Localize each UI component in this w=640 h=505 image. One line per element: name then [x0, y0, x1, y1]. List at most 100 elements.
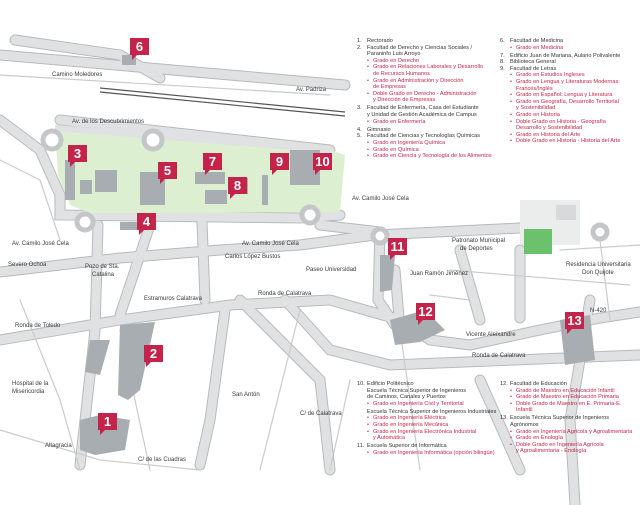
degree-item: Grado en Ingeniería Eléctrica: [367, 415, 497, 422]
degree-list: Grado en Ingeniería Civil y Territorial: [357, 401, 497, 409]
legend-entry-number: [357, 51, 367, 58]
legend-entry-title: 12.Facultad de Educación: [500, 381, 638, 388]
street-carlos-lopez-bustos: Carlos López Bustos: [225, 254, 280, 260]
building-marker-number: 12: [418, 304, 432, 319]
legend-column-2: 6.Facultad de MedicinaGrado en Medicina7…: [500, 38, 638, 147]
building-marker-number: 4: [143, 214, 151, 229]
campus-area: [55, 128, 345, 213]
legend-entry-title: 6.Facultad de Medicina: [500, 38, 638, 45]
street-c-cuadras: C/ de las Cuadras: [138, 457, 186, 463]
degree-list: Grado en Ingeniería QuímicaGrado en Quím…: [357, 140, 497, 161]
degree-item: Grado en Ciencia y Tecnología de los Ali…: [367, 153, 497, 160]
building-marker-8[interactable]: 8: [228, 177, 247, 199]
building-marker-13[interactable]: 13: [565, 312, 584, 334]
legend-entry-number: [500, 422, 510, 429]
building-marker-1[interactable]: 1: [98, 413, 117, 435]
degree-item: Grado en Derecho: [367, 58, 497, 65]
degree-item: Grado en Ingeniería Química: [367, 140, 497, 147]
building-marker-12[interactable]: 12: [416, 303, 435, 325]
building-marker-number: 8: [234, 178, 241, 193]
building-marker-11[interactable]: 11: [388, 238, 407, 260]
degree-item: Grado en Estudios Ingleses: [510, 72, 638, 79]
street-av-cjc-left: Av. Camilo José Cela: [12, 241, 69, 247]
street-patronato-1: Patronato Municipal: [452, 238, 505, 244]
legend-entry-title: y Unidad de Gestión Académica de Campus: [357, 112, 497, 119]
street-ronda-calatrava-top: Ronda de Calatrava: [258, 291, 312, 297]
street-labels: Camino Moledores Av. Padriza Av. de los …: [8, 72, 631, 463]
degree-list: Grado en Medicina: [500, 45, 638, 53]
legend-entry-number: 8.: [500, 59, 505, 66]
legend-entry-title: 5.Facultad de Ciencias y Tecnologías Quí…: [357, 133, 497, 140]
legend-entry-name: Facultad de Educación: [510, 381, 567, 387]
legend-entry-name: Edificio Juan de Mariana, Aulario Poliva…: [510, 52, 621, 59]
legend-entry: 2.Facultad de Derecho y Ciencias Sociale…: [357, 45, 497, 106]
legend-entry-title: 7.Edificio Juan de Mariana, Aulario Poli…: [500, 53, 638, 60]
building-marker-number: 1: [104, 414, 111, 429]
building-marker-number: 2: [150, 346, 157, 361]
legend-entry-name: Agrónomos: [510, 422, 539, 429]
street-patronato-2: de Deportes: [460, 246, 493, 252]
street-pozo-santa-1: Pozo de Sta.: [85, 264, 120, 270]
degree-list: Grado en Ingeniería EléctricaGrado en In…: [357, 415, 497, 443]
street-severo-ochoa: Severo Ochoa: [8, 262, 47, 268]
building-marker-7[interactable]: 7: [203, 153, 222, 175]
degree-item: Grado en Lengua y Literaturas Modernas:F…: [510, 79, 638, 92]
building-marker-number: 6: [136, 39, 143, 54]
street-n420: N-420: [590, 308, 607, 314]
building-marker-3[interactable]: 3: [68, 145, 87, 167]
legend-entry-title: 10.Edificio Politécnico: [357, 381, 497, 388]
roundabouts: [40, 128, 610, 246]
degree-item: Grado en Relaciones Laborales y Desarrol…: [367, 64, 497, 77]
degree-item: Grado en Ingeniería Mecánica: [367, 422, 497, 429]
degree-list: Grado en Enfermería: [357, 119, 497, 127]
building-marker-5[interactable]: 5: [158, 162, 177, 184]
degree-list: Grado en Ingeniería Informática (opción …: [357, 450, 497, 458]
sports-field: [524, 229, 552, 254]
degree-item: Grado en Ingeniería Informática (opción …: [367, 450, 497, 457]
legend-school-name: Escuela Técnica Superior de Ingenieros: [367, 387, 467, 394]
degree-item: Grado en Ingeniería Electrónica Industri…: [367, 429, 497, 442]
legend-entry-title: 9.Facultad de Letras: [500, 66, 638, 73]
degree-item: Grado en Enfermería: [367, 119, 497, 126]
legend-entry-title: Paraninfo Luis Arroyo: [357, 51, 497, 58]
legend-entry-number: 5.: [357, 133, 362, 140]
degree-item: Grado en Ingeniería Agrícola y Agroalime…: [510, 429, 638, 436]
degree-item: Grado en Geografía, Desarrollo Territori…: [510, 99, 638, 112]
legend-school-name: Escuela Técnica Superior de Ingenieros I…: [367, 408, 497, 415]
railway-line: [99, 87, 346, 117]
building-marker-number: 9: [276, 154, 283, 169]
street-av-cjc-mid: Av. Camilo José Cela: [242, 241, 299, 247]
degree-item: Grado en Historia: [510, 112, 638, 119]
building-marker-6[interactable]: 6: [130, 38, 149, 60]
street-ronda-toledo: Ronda de Toledo: [15, 323, 61, 329]
building-marker-number: 13: [567, 313, 581, 328]
street-av-padriza: Av. Padriza: [296, 87, 327, 93]
legend-entry: 8.Biblioteca General: [500, 59, 638, 66]
legend-entry: 5.Facultad de Ciencias y Tecnologías Quí…: [357, 133, 497, 161]
degree-item: Grado en Medicina: [510, 45, 638, 52]
legend-entry-number: [357, 112, 367, 119]
building-marker-10[interactable]: 10: [313, 153, 332, 175]
degree-item: Grado en Ingeniería Civil y Territorial: [367, 401, 497, 408]
legend-entry-number: 3.: [357, 105, 362, 112]
building-marker-2[interactable]: 2: [144, 345, 163, 367]
building-marker-4[interactable]: 4: [137, 213, 156, 235]
legend-entry-name: Edificio Politécnico: [367, 381, 414, 387]
legend-entry-name: Gimnasio: [367, 126, 391, 133]
degree-item: Grado en Español: Lengua y Literatura: [510, 92, 638, 99]
legend-entry-number: 13.: [500, 415, 508, 422]
street-pozo-santa-2: Catalina: [92, 272, 115, 278]
street-residencia-1: Residencia Universitaria: [566, 262, 631, 268]
legend-entry-number: 11.: [357, 443, 365, 450]
legend-entry: 3.Facultad de Enfermería, Casa del Estud…: [357, 105, 497, 126]
building-marker-9[interactable]: 9: [270, 153, 289, 175]
degree-item: Grado en Enología: [510, 435, 638, 442]
legend-entry-name: Escuela Técnica Superior de Ingenieros: [510, 415, 610, 422]
street-hospital-1: Hospital de la: [12, 381, 49, 387]
legend-entry: 12.Facultad de EducaciónGrado de Maestro…: [500, 381, 638, 415]
legend-entry: 7.Edificio Juan de Mariana, Aulario Poli…: [500, 53, 638, 60]
degree-item: Doble Grado de Maestro en E. Primaria-E.…: [510, 401, 638, 414]
